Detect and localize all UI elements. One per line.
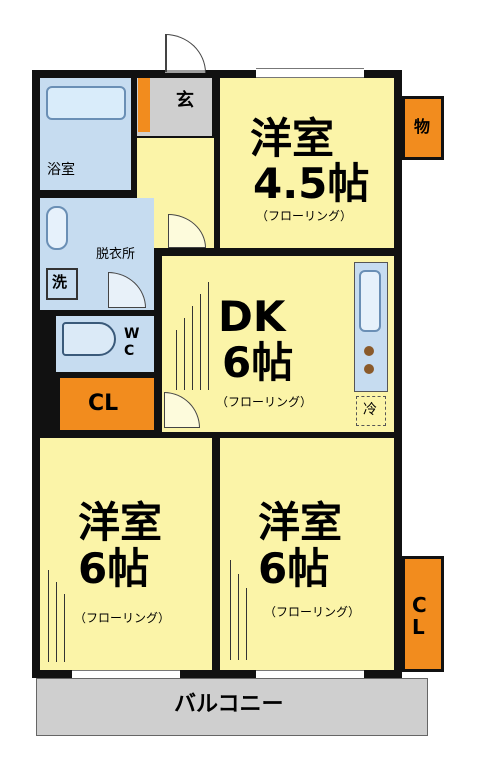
front-door-swing xyxy=(165,34,206,73)
western-room-3-floor: （フローリング） xyxy=(264,605,361,619)
western-room-3 xyxy=(220,438,394,670)
dk-label: DK xyxy=(218,292,286,341)
washer-box xyxy=(46,268,78,300)
dressing-label: 脱衣所 xyxy=(96,247,136,262)
floor-texture xyxy=(246,588,247,660)
stove-burner-icon xyxy=(364,346,374,356)
shoe-rack xyxy=(138,78,150,132)
western-room-1-floor: （フローリング） xyxy=(256,209,353,223)
kitchen-sink-icon xyxy=(359,270,381,332)
closet-1 xyxy=(60,378,154,430)
washer-label: 洗 xyxy=(52,273,68,291)
fridge-box xyxy=(356,396,386,426)
wc-label: WC xyxy=(124,326,140,359)
western-room-3-label: 洋室 xyxy=(258,498,343,547)
closet-1-label: CL xyxy=(88,391,119,416)
window-top xyxy=(256,68,364,78)
balcony xyxy=(36,678,428,736)
closet-2-label: CL xyxy=(412,593,427,639)
closet-2 xyxy=(402,556,444,672)
floor-texture xyxy=(64,594,65,662)
bathroom-label: 浴室 xyxy=(47,162,75,178)
fridge-label: 冷 xyxy=(363,402,377,418)
entrance-label: 玄 xyxy=(176,90,194,111)
balcony-label: バルコニー xyxy=(174,692,284,717)
western-room-2-floor: （フローリング） xyxy=(74,611,171,625)
floor-texture xyxy=(230,560,231,660)
stove-burner-icon xyxy=(364,364,374,374)
bathtub-icon xyxy=(46,86,126,120)
western-room-1-size: 4.5帖 xyxy=(253,159,370,208)
floor-texture xyxy=(48,570,49,662)
sink-icon xyxy=(46,206,68,250)
western-room-1 xyxy=(220,78,394,248)
storage-closet xyxy=(402,96,444,160)
western-room-3-size: 6帖 xyxy=(258,544,330,593)
toilet-icon xyxy=(62,322,116,356)
floor-texture xyxy=(208,282,209,390)
floor-texture xyxy=(56,582,57,662)
storage-label: 物 xyxy=(414,117,431,136)
dk-floor: （フローリング） xyxy=(216,395,313,409)
western-room-2 xyxy=(40,438,212,670)
floor-texture xyxy=(176,330,177,390)
floor-texture xyxy=(200,294,201,390)
floor-texture xyxy=(192,306,193,390)
western-room-2-label: 洋室 xyxy=(78,498,163,547)
western-room-2-size: 6帖 xyxy=(78,544,150,593)
floor-texture xyxy=(184,318,185,390)
western-room-1-label: 洋室 xyxy=(250,114,335,163)
dk-size: 6帖 xyxy=(222,338,294,387)
floor-texture xyxy=(238,574,239,660)
front-door-leaf xyxy=(165,34,167,72)
